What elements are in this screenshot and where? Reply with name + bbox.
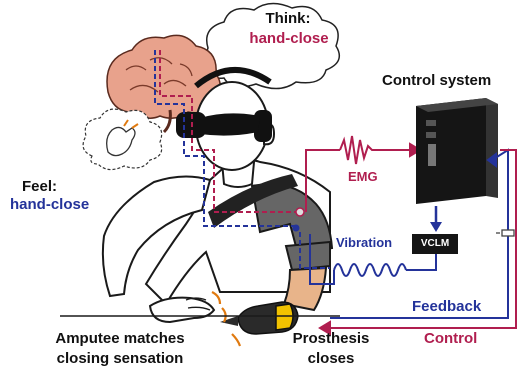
emg-label: EMG: [348, 170, 378, 185]
control-system-title: Control system: [382, 72, 491, 89]
feedback-label: Feedback: [412, 298, 481, 315]
vibration-tactor: [293, 225, 300, 232]
prosthesis-caption-line2: closes: [276, 350, 386, 367]
feel-value: hand-close: [10, 196, 89, 213]
prosthesis-caption-line1: Prosthesis: [276, 330, 386, 347]
feedback-down-arrow: [430, 206, 442, 232]
vibration-label: Vibration: [336, 236, 392, 251]
amputee-caption-line2: closing sensation: [20, 350, 220, 367]
computer-tower-icon: [416, 98, 498, 204]
amputee-caption-line1: Amputee matches: [20, 330, 220, 347]
plug-connector-icon: [496, 230, 514, 236]
think-title: Think:: [258, 10, 318, 27]
vclm-label: VCLM: [412, 238, 458, 250]
control-label: Control: [424, 330, 477, 347]
emg-electrode: [296, 208, 304, 216]
feel-title: Feel:: [22, 178, 57, 195]
think-value: hand-close: [234, 30, 344, 47]
